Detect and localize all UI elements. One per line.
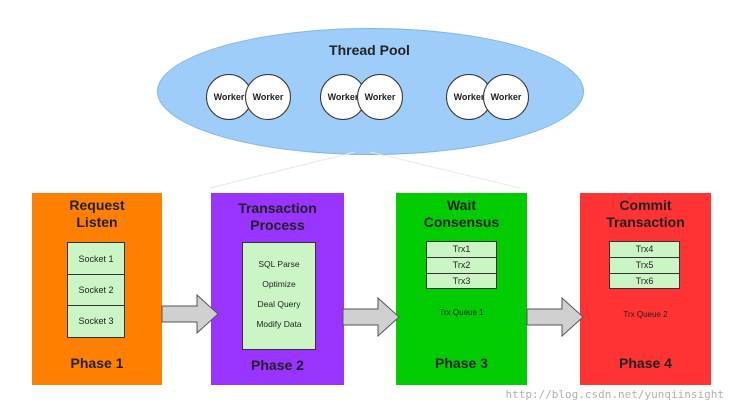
phase-2-label: Phase 2 [251,357,304,373]
phase-4-panel: Commit Transaction Trx4 Trx5 Trx6 Trx Qu… [580,193,711,385]
phase-1-panel: Request Listen Socket 1 Socket 2 Socket … [32,193,162,385]
worker-6: Worker [483,74,529,120]
worker-2: Worker [245,74,291,120]
arrow-right-icon [342,296,400,338]
worker-4: Worker [357,74,403,120]
trx-item: Trx4 [610,242,679,258]
socket-item: Socket 3 [78,316,114,326]
trx-queue-1-label: Trx Queue 1 [439,308,484,317]
process-steps: SQL Parse Optimize Deal Query Modify Dat… [242,242,316,350]
phase-1-title-line1: Request [69,197,125,213]
trx-item: Trx3 [452,276,471,286]
phase-3-title-line2: Consensus [423,214,500,230]
phase-2-title-line1: Transaction [238,200,317,216]
process-step: SQL Parse [258,259,300,269]
socket-item: Socket 2 [68,275,124,306]
trx-queue-2-label: Trx Queue 2 [623,310,668,319]
trx-queue-2: Trx4 Trx5 Trx6 [609,241,680,289]
trx-item: Trx5 [610,258,679,274]
trx-item: Trx6 [635,276,654,286]
arrow-right-icon [526,296,584,338]
socket-list: Socket 1 Socket 2 Socket 3 [67,242,125,338]
process-step: Deal Query [257,299,301,309]
worker-1: Worker [206,74,252,120]
process-step: Modify Data [256,319,302,329]
phase-4-title: Commit Transaction [580,197,711,231]
trx-queue-1: Trx1 Trx2 Trx3 [426,241,497,289]
phase-1-title: Request Listen [32,197,162,231]
phase-2-panel: Transaction Process SQL Parse Optimize D… [211,193,344,385]
phase-1-title-line2: Listen [76,214,118,230]
trx-item: Trx1 [427,242,496,258]
phase-3-label: Phase 3 [435,355,488,371]
phase-4-title-line1: Commit [619,197,672,213]
trx-item: Trx2 [427,258,496,274]
phase-2-title-line2: Process [250,217,305,233]
socket-item: Socket 1 [68,243,124,275]
thread-pool-title: Thread Pool [329,42,410,58]
phase-2-title: Transaction Process [211,200,344,234]
process-step: Optimize [262,279,296,289]
arrow-right-icon [161,293,219,335]
phase-4-title-line2: Transaction [606,214,685,230]
phase-3-panel: Wait Consensus Trx1 Trx2 Trx3 Trx Queue … [396,193,527,385]
phase-3-title: Wait Consensus [396,197,527,231]
phase-4-label: Phase 4 [619,355,672,371]
phase-3-title-line1: Wait [446,197,477,213]
phase-1-label: Phase 1 [70,355,124,371]
watermark-url: http://blog.csdn.net/yunqiinsight [505,388,724,401]
